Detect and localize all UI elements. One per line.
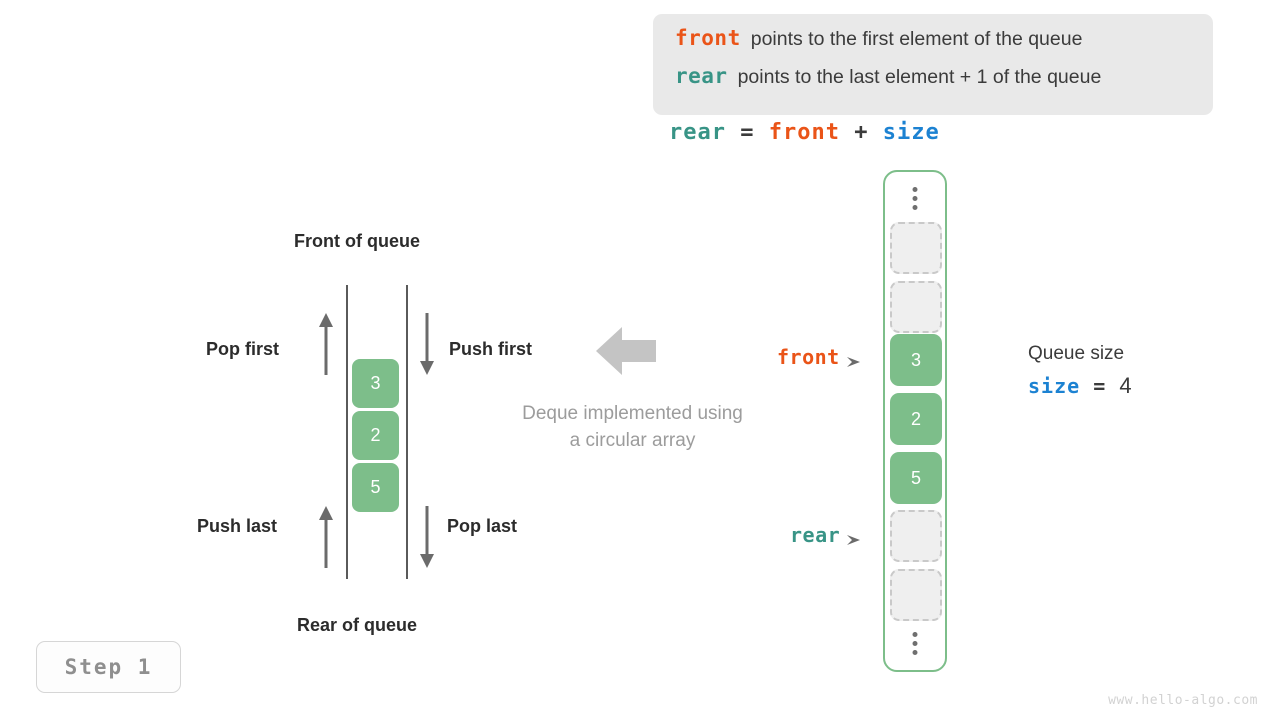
size-var: size: [1028, 374, 1081, 398]
formula-rear-equals-front-plus-size: rear = front + size: [669, 120, 940, 145]
legend-line-front: front points to the first element of the…: [675, 26, 1193, 64]
rear-of-queue-label: Rear of queue: [297, 615, 418, 635]
rear-pointer-label: rear: [790, 523, 841, 547]
formula-lhs: rear: [669, 120, 726, 145]
push-last-arrow-icon: [316, 506, 336, 568]
push-first-arrow-icon: [417, 313, 437, 375]
rear-pointer: rear: [790, 523, 861, 547]
formula-equals: =: [740, 120, 755, 145]
implementation-caption: Deque implemented using a circular array: [470, 400, 795, 454]
caption-line-2: a circular array: [569, 430, 696, 451]
push-last-label: Push last: [197, 516, 278, 536]
array-slot-filled: 5: [890, 452, 942, 504]
pop-last-arrow-icon: [417, 506, 437, 568]
size-equals: =: [1093, 374, 1107, 398]
queue-size-title: Queue size: [1028, 343, 1125, 364]
array-slot-empty: [890, 222, 942, 274]
front-pointer-arrow-icon: [846, 351, 861, 367]
watermark: www.hello-algo.com: [1108, 693, 1258, 708]
formula-rhs-front: front: [768, 120, 840, 145]
deque-rail-left: [346, 285, 348, 579]
front-of-queue-label: Front of queue: [294, 231, 420, 251]
formula-plus: +: [854, 120, 869, 145]
queue-size-block: Queue size size = 4: [1028, 343, 1133, 399]
deque-cell: 3: [352, 359, 399, 408]
implementation-link-arrow-icon: [596, 325, 656, 382]
array-slot-empty: [890, 569, 942, 621]
pop-first-arrow-icon: [316, 313, 336, 375]
vertical-ellipsis-top-icon: [912, 187, 918, 210]
pop-last-label: Pop last: [447, 516, 518, 536]
deque-cell: 2: [352, 411, 399, 460]
array-slot-empty: [890, 510, 942, 562]
array-slot-filled: 3: [890, 334, 942, 386]
legend-line-rear: rear points to the last element + 1 of t…: [675, 64, 1193, 102]
circular-array-frame: 3 2 5: [883, 170, 947, 672]
queue-size-expression: size = 4: [1028, 373, 1133, 399]
legend-keyword-rear: rear: [675, 64, 728, 88]
caption-line-1: Deque implemented using: [522, 403, 743, 424]
size-value: 4: [1119, 373, 1133, 398]
front-pointer-label: front: [777, 345, 840, 369]
legend-text-front: points to the first element of the queue: [750, 28, 1083, 50]
array-slot-filled: 2: [890, 393, 942, 445]
formula-rhs-size: size: [882, 120, 940, 145]
array-slot-empty: [890, 281, 942, 333]
legend-box: front points to the first element of the…: [653, 14, 1213, 115]
push-first-label: Push first: [449, 339, 533, 359]
legend-text-rear: points to the last element + 1 of the qu…: [737, 66, 1102, 88]
legend-keyword-front: front: [675, 26, 741, 50]
step-badge: Step 1: [36, 641, 181, 693]
deque-rail-right: [406, 285, 408, 579]
front-pointer: front: [777, 345, 861, 369]
pop-first-label: Pop first: [206, 339, 280, 359]
vertical-ellipsis-bottom-icon: [912, 632, 918, 655]
rear-pointer-arrow-icon: [847, 529, 861, 545]
deque-cell: 5: [352, 463, 399, 512]
